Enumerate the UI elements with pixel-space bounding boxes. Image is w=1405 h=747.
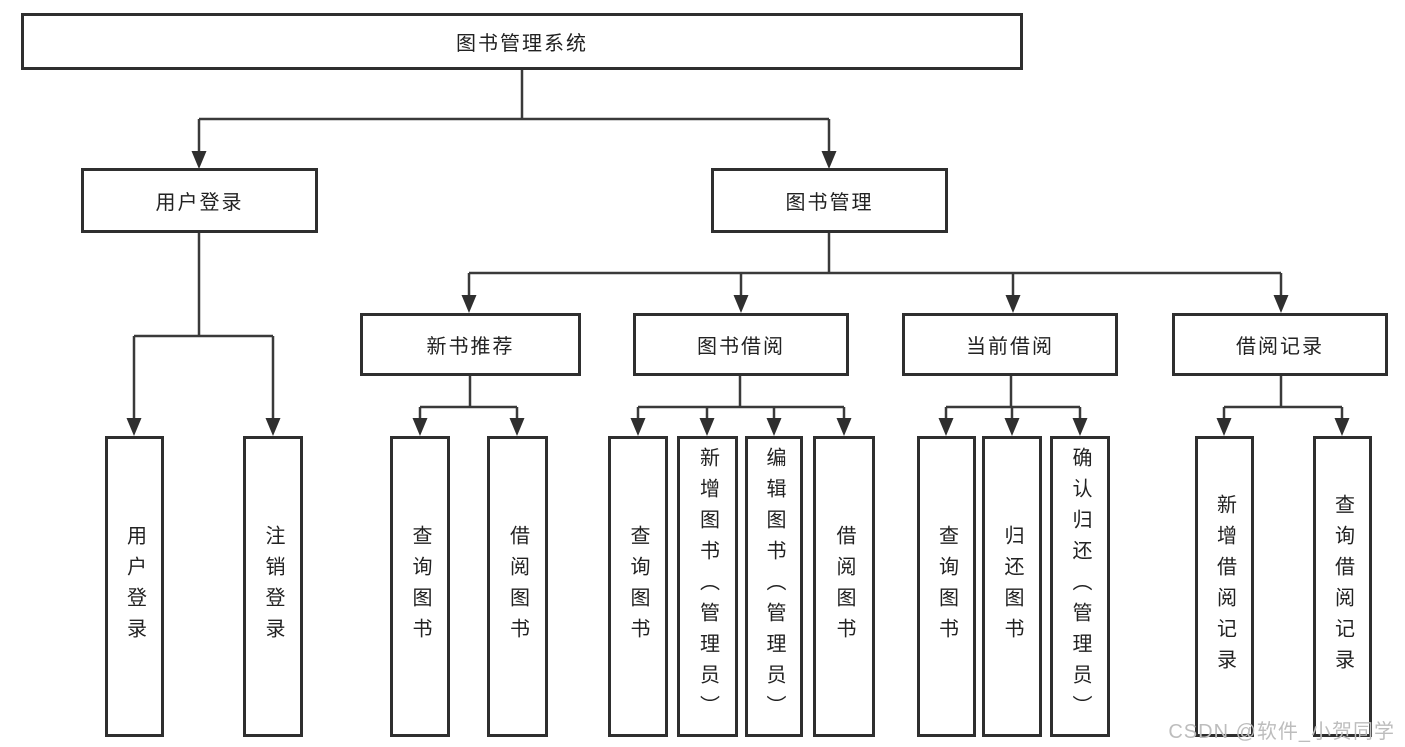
leaf-add-books-admin: 新增图书（管理员）	[677, 436, 738, 737]
node-current-borrow: 当前借阅	[902, 313, 1118, 376]
leaf-borrow-books: 借阅图书	[813, 436, 875, 737]
node-new-book-recommend-label: 新书推荐	[426, 336, 515, 358]
node-current-borrow-label: 当前借阅	[966, 336, 1054, 358]
leaf-query-books-borrow-label: 查询图书	[627, 524, 649, 649]
leaf-query-borrow-record-label: 查询借阅记录	[1331, 493, 1354, 680]
node-user-login-label: 用户登录	[155, 192, 244, 214]
node-book-management-label: 图书管理	[785, 192, 874, 214]
leaf-confirm-return-admin-label: 确认归还（管理员）	[1069, 447, 1091, 726]
leaf-user-login: 用户登录	[105, 436, 164, 737]
leaf-confirm-return-admin: 确认归还（管理员）	[1050, 436, 1110, 737]
leaf-edit-books-admin: 编辑图书（管理员）	[745, 436, 803, 737]
leaf-query-books-current-label: 查询图书	[935, 524, 958, 649]
leaf-query-borrow-record: 查询借阅记录	[1313, 436, 1372, 737]
leaf-edit-books-admin-label: 编辑图书（管理员）	[763, 447, 785, 726]
leaf-logout-label: 注销登录	[262, 524, 284, 649]
node-book-borrow-label: 图书借阅	[697, 336, 785, 358]
leaf-query-books-borrow: 查询图书	[608, 436, 668, 737]
leaf-add-books-admin-label: 新增图书（管理员）	[696, 447, 719, 726]
node-book-management: 图书管理	[711, 168, 948, 233]
leaf-add-borrow-record-label: 新增借阅记录	[1213, 493, 1236, 680]
watermark: CSDN @软件_小贺同学	[1168, 721, 1395, 743]
leaf-query-books-current: 查询图书	[917, 436, 976, 737]
node-root: 图书管理系统	[21, 13, 1023, 70]
leaf-borrow-books-recommend: 借阅图书	[487, 436, 548, 737]
node-user-login: 用户登录	[81, 168, 318, 233]
node-book-borrow: 图书借阅	[633, 313, 849, 376]
leaf-return-books: 归还图书	[982, 436, 1042, 737]
node-borrow-records-label: 借阅记录	[1236, 336, 1324, 358]
leaf-borrow-books-label: 借阅图书	[833, 524, 855, 649]
leaf-return-books-label: 归还图书	[1001, 524, 1023, 649]
leaf-query-books-recommend-label: 查询图书	[409, 524, 431, 649]
node-root-label: 图书管理系统	[456, 33, 588, 55]
leaf-logout: 注销登录	[243, 436, 303, 737]
leaf-add-borrow-record: 新增借阅记录	[1195, 436, 1254, 737]
leaf-borrow-books-recommend-label: 借阅图书	[506, 524, 529, 649]
leaf-query-books-recommend: 查询图书	[390, 436, 450, 737]
node-new-book-recommend: 新书推荐	[360, 313, 581, 376]
node-borrow-records: 借阅记录	[1172, 313, 1388, 376]
leaf-user-login-label: 用户登录	[123, 524, 146, 649]
